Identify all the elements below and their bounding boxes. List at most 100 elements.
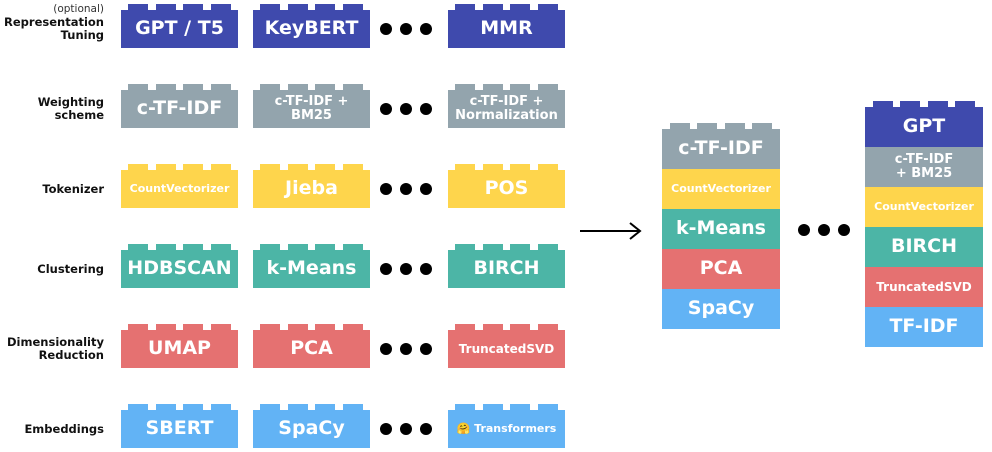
brick-stud (210, 324, 231, 330)
brick-stud (510, 244, 531, 250)
brick-stud (482, 4, 503, 10)
brick-dimred-0: UMAP (121, 330, 238, 368)
stack2-brick-dimred: TruncatedSVD (865, 267, 983, 307)
brick-stud (900, 101, 921, 107)
ellipsis-dot (798, 224, 810, 236)
brick-label: CountVectorizer (874, 200, 974, 214)
brick-stud (183, 324, 204, 330)
ellipsis-dot (420, 23, 432, 35)
row-label-dimred: Dimensionality Reduction (0, 336, 104, 362)
brick-stud (128, 84, 149, 90)
brick-stud (537, 404, 558, 410)
brick-label: BIRCH (890, 235, 958, 258)
row-label-text: Weighting scheme (37, 95, 104, 122)
brick-embeddings-0: SBERT (121, 410, 238, 448)
ellipsis-dot (380, 423, 392, 435)
brick-tokenizer-0: CountVectorizer (121, 170, 238, 208)
brick-stud (510, 324, 531, 330)
ellipsis-dimred (380, 343, 432, 355)
brick-label: Jieba (285, 177, 338, 200)
brick-dimred-2: TruncatedSVD (448, 330, 565, 368)
ellipsis-dot (380, 343, 392, 355)
brick-stud (752, 123, 773, 129)
brick-stud (128, 324, 149, 330)
brick-label: TF-IDF (889, 315, 959, 338)
brick-label: MMR (480, 17, 533, 40)
brick-label: c-TF-IDF (136, 97, 223, 120)
brick-stud (342, 244, 363, 250)
brick-label: HDBSCAN (127, 257, 232, 280)
ellipsis-dot (400, 263, 412, 275)
brick-weighting-1: c-TF-IDF + BM25 (253, 90, 370, 128)
brick-stud (210, 164, 231, 170)
brick-stud (183, 84, 204, 90)
brick-label: GPT (902, 115, 946, 138)
brick-stud (537, 244, 558, 250)
ellipsis-dot (838, 224, 850, 236)
ellipsis-tokenizer (380, 183, 432, 195)
brick-stud (183, 244, 204, 250)
brick-stud (455, 4, 476, 10)
brick-stud (342, 324, 363, 330)
ellipsis-representation (380, 23, 432, 35)
brick-embeddings-2: 🤗 Transformers (448, 410, 565, 448)
brick-label: c-TF-IDF + BM25 (894, 152, 954, 181)
row-label-text: Representation Tuning (4, 15, 104, 42)
brick-stud (260, 404, 281, 410)
brick-stud (455, 84, 476, 90)
brick-stud (724, 123, 745, 129)
brick-stud (287, 4, 308, 10)
ellipsis-weighting (380, 103, 432, 115)
brick-stud (482, 244, 503, 250)
brick-stud (510, 404, 531, 410)
stack2-brick-embeddings: TF-IDF (865, 307, 983, 347)
brick-stud (315, 244, 336, 250)
brick-stud (260, 84, 281, 90)
row-label-representation: (optional)Representation Tuning (0, 3, 104, 42)
brick-stud (342, 84, 363, 90)
ellipsis-clustering (380, 263, 432, 275)
brick-weighting-0: c-TF-IDF (121, 90, 238, 128)
brick-stud (510, 164, 531, 170)
brick-label: CountVectorizer (129, 182, 230, 196)
brick-stud (210, 244, 231, 250)
brick-dimred-1: PCA (253, 330, 370, 368)
brick-stud (482, 164, 503, 170)
ellipsis-embeddings (380, 423, 432, 435)
brick-clustering-0: HDBSCAN (121, 250, 238, 288)
brick-label: PCA (290, 337, 333, 360)
brick-label: BIRCH (473, 257, 540, 280)
brick-stud (510, 84, 531, 90)
brick-stud (482, 84, 503, 90)
ellipsis-dot (420, 343, 432, 355)
brick-stud (155, 404, 176, 410)
brick-stud (287, 84, 308, 90)
brick-stud (315, 4, 336, 10)
stack1-brick-weighting: c-TF-IDF (662, 129, 780, 169)
ellipsis-dot (400, 23, 412, 35)
brick-stud (482, 404, 503, 410)
brick-stud (669, 123, 690, 129)
brick-label: k-Means (676, 217, 766, 240)
brick-stud (260, 324, 281, 330)
brick-stud (872, 101, 893, 107)
brick-stud (537, 324, 558, 330)
stack2-brick-tokenizer: CountVectorizer (865, 187, 983, 227)
brick-tokenizer-2: POS (448, 170, 565, 208)
stack1-brick-dimred: PCA (662, 249, 780, 289)
brick-stud (287, 164, 308, 170)
brick-stud (128, 244, 149, 250)
brick-stud (455, 244, 476, 250)
brick-stud (315, 84, 336, 90)
brick-stud (342, 4, 363, 10)
brick-stud (482, 324, 503, 330)
ellipsis-dot (420, 263, 432, 275)
ellipsis-dot (380, 23, 392, 35)
row-label-text: Embeddings (24, 421, 104, 436)
brick-stud (342, 164, 363, 170)
brick-label: c-TF-IDF (678, 137, 764, 160)
brick-stud (287, 244, 308, 250)
brick-label: SpaCy (278, 417, 345, 440)
brick-stud (128, 4, 149, 10)
brick-embeddings-1: SpaCy (253, 410, 370, 448)
